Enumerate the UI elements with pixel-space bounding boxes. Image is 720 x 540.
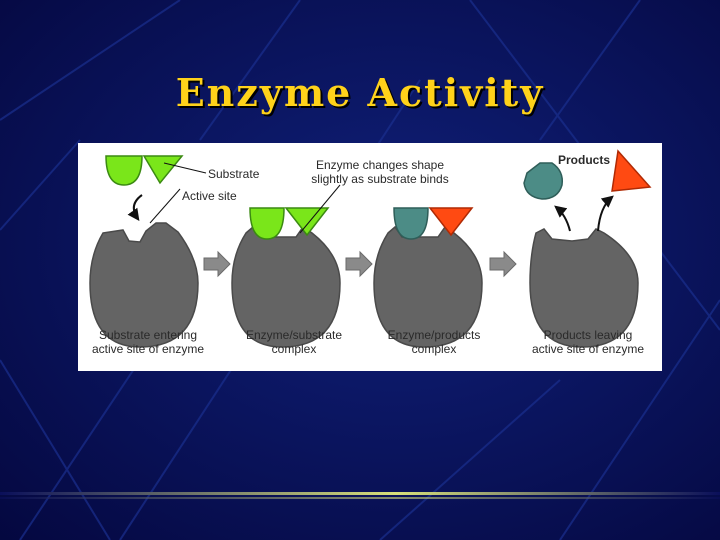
caption-stage-3-line-1: Enzyme/products: [387, 328, 481, 342]
substrate-half-circle: [105, 155, 143, 186]
substrate-label: Substrate: [208, 167, 260, 181]
caption-stage-2-line-1: Enzyme/substrate: [245, 328, 343, 342]
slide-title: Enzyme Activity: [175, 70, 545, 115]
leaving-arrow-right: [597, 195, 614, 232]
leaving-arrow-left: [554, 205, 571, 232]
active-site-pointer: [149, 188, 181, 224]
substrate-pointer: [163, 162, 207, 174]
shape-change-label-line-1: Enzyme changes shape: [315, 158, 445, 172]
caption-stage-1-line-2: active site of enzyme: [91, 342, 205, 356]
enzyme-diagram: [89, 149, 652, 348]
bound-substrate-half-circle: [249, 207, 285, 240]
bound-substrate-triangle: [284, 207, 330, 237]
caption-stage-4: Products leaving active site of enzyme: [514, 328, 662, 356]
diagram-panel: Substrate Active site Enzyme changes sha…: [78, 143, 662, 371]
caption-stage-4-line-2: active site of enzyme: [531, 342, 645, 356]
shape-change-label: Enzyme changes shape slightly as substra…: [292, 158, 468, 186]
substrate-triangle: [142, 155, 184, 185]
enzyme-stage-4: [529, 228, 639, 348]
active-site-label: Active site: [182, 189, 237, 203]
product-round: [393, 207, 429, 240]
enzyme-stage-2: [231, 225, 341, 348]
footer-stripes: [0, 492, 720, 499]
released-product-round: [523, 162, 564, 200]
stage-arrow-3: [489, 250, 517, 278]
caption-stage-3-line-2: complex: [411, 342, 457, 356]
enzyme-stage-1: [89, 222, 199, 348]
entering-arrow: [127, 194, 143, 221]
products-label: Products: [558, 153, 611, 167]
caption-stage-1-line-1: Substrate entering: [98, 328, 198, 342]
shape-change-label-line-2: slightly as substrate binds: [311, 172, 449, 186]
released-product-triangle: [611, 149, 652, 192]
caption-stage-2-line-2: complex: [271, 342, 317, 356]
stage-arrow-1: [203, 250, 231, 278]
shape-change-pointer: [299, 184, 341, 234]
product-triangle: [428, 207, 474, 237]
caption-stage-4-line-1: Products leaving: [543, 328, 633, 342]
stage-arrow-2: [345, 250, 373, 278]
caption-stage-1: Substrate entering active site of enzyme: [78, 328, 218, 356]
enzyme-stage-3: [373, 225, 483, 348]
caption-stage-2: Enzyme/substrate complex: [224, 328, 364, 356]
caption-stage-3: Enzyme/products complex: [364, 328, 504, 356]
